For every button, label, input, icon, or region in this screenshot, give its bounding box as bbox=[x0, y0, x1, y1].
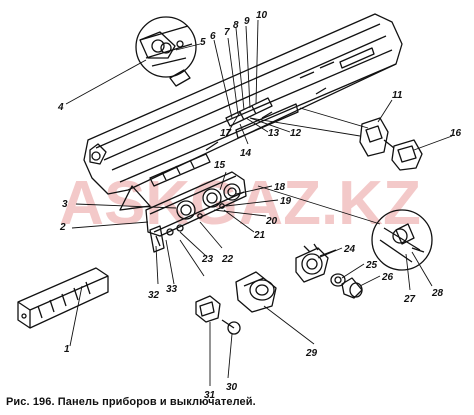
callout-19: 19 bbox=[280, 196, 292, 207]
callout-22: 22 bbox=[221, 254, 234, 265]
callout-27: 27 bbox=[403, 294, 416, 305]
nut bbox=[330, 273, 346, 287]
figure-caption: Рис. 196. Панель приборов и выключателей… bbox=[6, 396, 256, 408]
callout-11: 11 bbox=[392, 90, 403, 101]
ignition-switch bbox=[235, 271, 277, 313]
callout-32: 32 bbox=[148, 290, 160, 301]
leader-lines bbox=[65, 19, 453, 386]
callout-8: 8 bbox=[233, 20, 239, 31]
callout-9: 9 bbox=[244, 16, 250, 27]
callout-24: 24 bbox=[343, 244, 356, 255]
callout-1: 1 bbox=[64, 344, 70, 355]
knob bbox=[341, 277, 363, 299]
callout-3: 3 bbox=[62, 199, 68, 210]
callout-33: 33 bbox=[166, 284, 178, 295]
callout-16: 16 bbox=[450, 128, 462, 139]
detail-circle-lower bbox=[371, 209, 433, 271]
callout-6: 6 bbox=[210, 31, 216, 42]
callout-17: 17 bbox=[220, 128, 232, 139]
callout-4: 4 bbox=[57, 102, 64, 113]
rotary-switch bbox=[295, 243, 337, 283]
callout-5: 5 bbox=[200, 37, 206, 48]
callout-10: 10 bbox=[256, 10, 268, 21]
callout-29: 29 bbox=[305, 348, 318, 359]
callout-12: 12 bbox=[290, 128, 302, 139]
callout-7: 7 bbox=[224, 27, 230, 38]
callout-2: 2 bbox=[59, 222, 66, 233]
toggle-switch bbox=[195, 295, 241, 335]
callout-23: 23 bbox=[201, 254, 214, 265]
callout-21: 21 bbox=[253, 230, 266, 241]
callout-15: 15 bbox=[214, 160, 226, 171]
callout-18: 18 bbox=[274, 182, 286, 193]
dashboard-panel bbox=[83, 13, 403, 211]
callout-20: 20 bbox=[265, 216, 278, 227]
callout-28: 28 bbox=[431, 288, 444, 299]
callout-14: 14 bbox=[240, 148, 252, 159]
detail-circle-upper bbox=[135, 16, 197, 78]
callout-13: 13 bbox=[268, 128, 280, 139]
switch-assembly-right bbox=[359, 117, 423, 171]
callout-25: 25 bbox=[365, 260, 378, 271]
fuse-block bbox=[17, 267, 109, 329]
callout-labels: 1 2 3 4 5 6 7 8 9 10 11 12 13 14 15 16 1… bbox=[57, 10, 462, 401]
callout-31: 31 bbox=[204, 390, 216, 401]
callout-30: 30 bbox=[226, 382, 238, 393]
callout-26: 26 bbox=[381, 272, 394, 283]
